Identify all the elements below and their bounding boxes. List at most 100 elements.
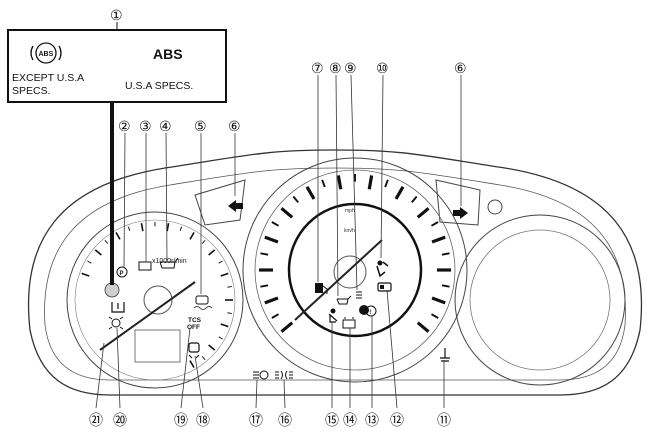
abs-title: ABS	[153, 46, 183, 62]
tpms-icon	[111, 302, 125, 313]
speedometer-tick	[411, 195, 418, 203]
speedometer-tick	[431, 235, 446, 244]
tachometer-ticks	[81, 222, 233, 368]
fuel-icon	[315, 283, 328, 294]
airbag-icon	[376, 260, 389, 278]
tach-display-window	[134, 329, 181, 363]
slip-indicator-icon	[193, 295, 213, 310]
cluster-inner-outline	[44, 167, 626, 381]
master-warning-indicator	[359, 305, 369, 315]
speedometer-tick	[367, 175, 374, 190]
tachometer-tick	[127, 226, 131, 232]
callout-8: ⑧	[329, 60, 342, 76]
turn-right-icon	[453, 207, 468, 219]
callout-numbers: ① ② ③ ④ ⑤ ⑥ ⑥ ⑦ ⑧ ⑨ ⑩ ⑪ ⑫ ⑬ ⑭ ⑮ ⑯ ⑰ ⑱ ⑲ …	[89, 7, 467, 428]
abs-warning-symbol: ABS	[30, 42, 62, 64]
speedometer-ticks	[259, 174, 451, 333]
speed-unit-mph: mph	[345, 208, 355, 214]
parking-brake-icon: P	[116, 266, 128, 278]
tcs-line-2: OFF	[187, 324, 200, 331]
speedometer-tick	[260, 284, 269, 288]
callout-3: ③	[139, 118, 152, 134]
speedometer-tick	[292, 195, 299, 203]
callout-6-left: ⑥	[228, 118, 241, 134]
right-turn-housing	[435, 179, 481, 226]
brake-warning-icon: !	[365, 305, 377, 317]
tachometer-tick	[201, 356, 206, 361]
slip-off-icon	[188, 342, 200, 359]
auto-headlight-icon	[253, 370, 269, 380]
speedometer-tick	[305, 186, 316, 200]
speedometer-mid-ring	[254, 169, 456, 371]
tachometer-tick	[218, 260, 223, 264]
tachometer-inner-ring	[74, 219, 236, 381]
abs-symbol-label: ABS	[39, 51, 54, 58]
callout-12: ⑫	[390, 412, 404, 428]
speedometer-tick	[441, 252, 450, 256]
tachometer-tick	[94, 249, 102, 256]
speedometer-tick	[336, 175, 343, 190]
tachometer-tick	[201, 239, 206, 244]
check-engine-icon	[138, 261, 152, 271]
tachometer-hub	[143, 285, 173, 315]
usa-specs: U.S.A SPECS.	[125, 80, 193, 92]
callout-5: ⑤	[194, 118, 207, 134]
callout-19: ⑲	[174, 412, 188, 428]
right-gauge-inner-ring	[469, 229, 611, 371]
tachometer-tick	[140, 223, 144, 232]
callout-20: ⑳	[113, 412, 127, 428]
callout-14: ⑭	[343, 412, 357, 428]
seatbelt-icon	[328, 308, 338, 323]
callout-11: ⑪	[437, 412, 451, 428]
callout-13: ⑬	[365, 412, 379, 428]
except-usa-line-2: SPECS.	[12, 85, 51, 97]
svg-text:P: P	[120, 271, 124, 277]
tcs-line-1: TCS	[188, 317, 202, 324]
speedometer-tick	[431, 296, 446, 305]
tachometer-tick	[189, 232, 195, 240]
speedometer-tick	[430, 313, 439, 319]
tachometer-ring	[66, 211, 244, 389]
speedometer-tick	[441, 284, 450, 288]
high-beam-icon	[356, 291, 362, 299]
tachometer-tick	[227, 285, 232, 288]
callout-10: ⑩	[376, 60, 389, 76]
callout-6-right: ⑥	[454, 60, 467, 76]
callout-2: ②	[118, 118, 131, 134]
callout-leaders	[95, 74, 462, 409]
speedometer-tick	[416, 207, 430, 219]
speedometer-tick	[384, 179, 389, 188]
speedometer-needle	[294, 239, 383, 321]
tachometer-tick	[189, 360, 195, 368]
speedometer-tick	[280, 207, 294, 219]
speedometer-tick	[264, 235, 279, 244]
speedometer-tick	[416, 321, 430, 333]
tcs-off-label: TCS OFF	[187, 317, 203, 331]
callout-1: ①	[110, 7, 123, 23]
door-ajar-icon	[377, 282, 392, 292]
position-lights-icon	[275, 370, 293, 380]
svg-text:!: !	[369, 310, 371, 316]
speedometer-tick	[271, 313, 280, 319]
tachometer-tick	[87, 260, 92, 264]
callout-9: ⑨	[344, 60, 357, 76]
tachometer-tick	[208, 344, 216, 351]
speedometer-tick	[260, 252, 269, 256]
speedometer-tick	[264, 296, 279, 305]
speedometer-hub	[333, 255, 367, 289]
speed-unit-kmh: km/h	[344, 228, 355, 234]
tachometer-tick	[218, 336, 223, 340]
except-usa-specs: EXCEPT U.S.A SPECS.	[12, 72, 87, 97]
tachometer-tick	[81, 272, 90, 277]
speedometer-tick	[280, 321, 294, 333]
tachometer-tick	[179, 226, 183, 232]
callout-7: ⑦	[311, 60, 324, 76]
right-gauge-ring	[454, 214, 626, 386]
speedometer-tick	[321, 179, 326, 188]
callout-4: ④	[159, 118, 172, 134]
tachometer-tick	[166, 223, 170, 232]
turn-left-icon	[228, 200, 243, 212]
charging-icon	[342, 317, 356, 329]
tachometer-tick	[220, 272, 229, 277]
